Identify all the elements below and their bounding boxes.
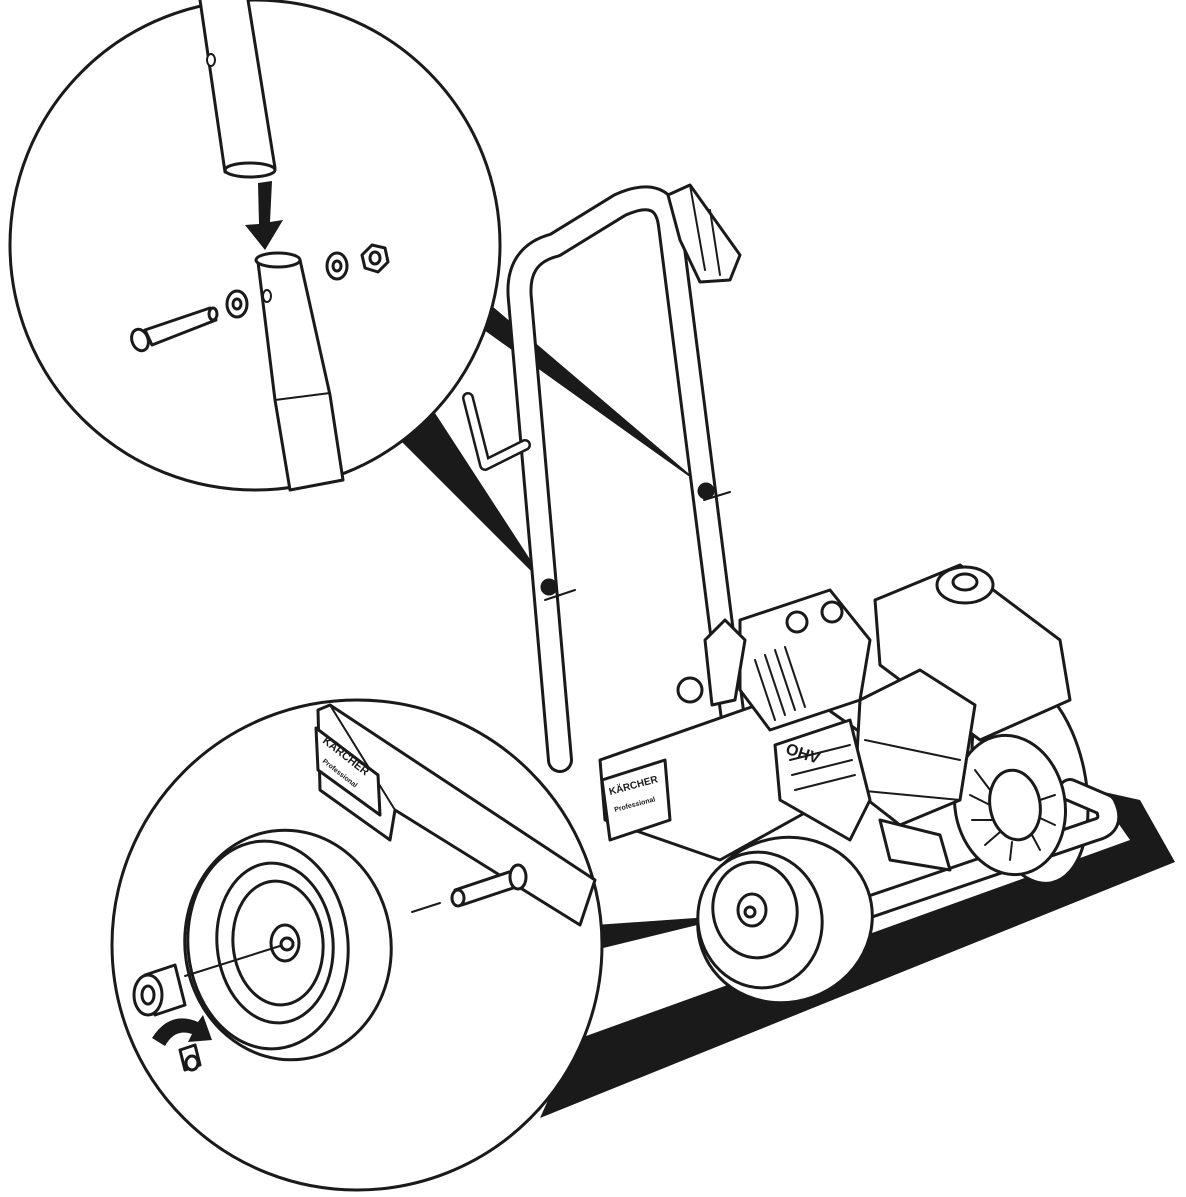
frame-brand-plate: KÄRCHER Professional	[600, 758, 672, 842]
engine: OHV	[773, 563, 1072, 877]
axle	[450, 863, 528, 908]
spacer-collar	[132, 963, 187, 1017]
air-filter	[853, 668, 977, 827]
wheel-assembly-detail: KÄRCHER Professional	[110, 698, 604, 1192]
set-screw	[178, 1043, 202, 1072]
front-foot-bar	[848, 778, 1121, 922]
gun-holder	[666, 183, 742, 284]
arrow-down-icon	[245, 181, 283, 250]
curved-arrow-icon	[152, 1015, 212, 1046]
pump	[676, 588, 872, 732]
bolt	[130, 306, 219, 353]
unloader-valve	[703, 618, 747, 707]
handle-bolt-right	[697, 482, 715, 500]
lock-nut	[360, 243, 390, 274]
detail-wheel	[183, 828, 393, 1062]
washer-right	[325, 251, 349, 281]
handle-frame	[462, 183, 748, 773]
handle-bolt-left	[540, 578, 558, 596]
cylinder-head	[773, 718, 872, 842]
washer-left	[225, 289, 249, 319]
pressure-washer: OHV KÄRCHER Professional	[462, 183, 1121, 1005]
outlet-fitting	[676, 676, 704, 704]
front-wheel	[696, 835, 874, 1005]
handle-assembly-detail	[8, 0, 502, 492]
